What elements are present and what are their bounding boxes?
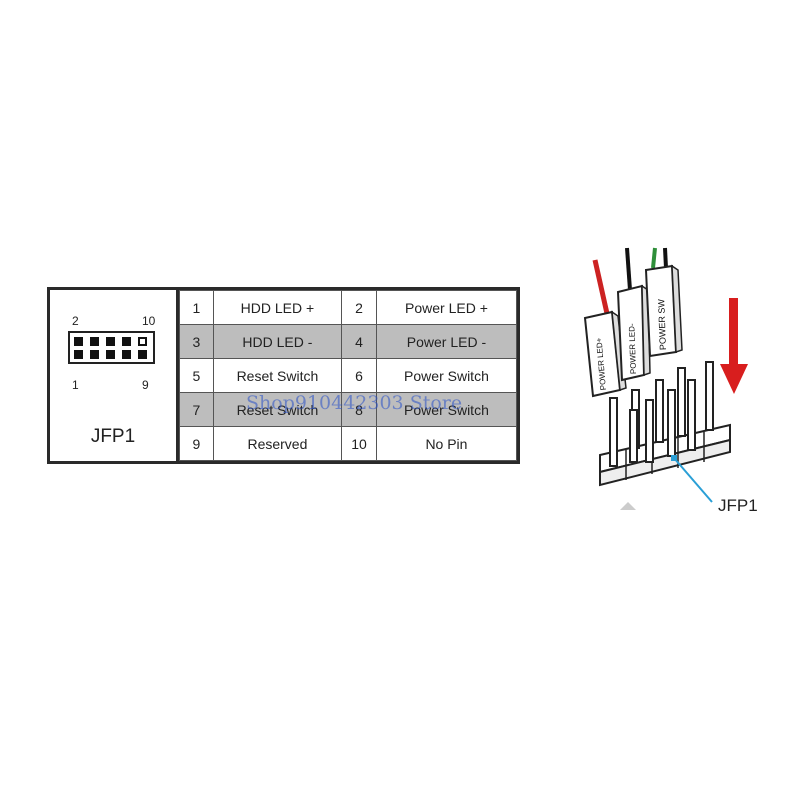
pin-10-empty [138, 337, 147, 346]
plug-power-sw: POWER SW [644, 264, 683, 358]
pin-function-cell: No Pin [375, 426, 518, 461]
pin-function-cell: Power LED - [375, 324, 518, 359]
pin-header-base [599, 423, 731, 487]
black-wire [625, 247, 632, 291]
pin-7 [122, 350, 131, 359]
pin-9 [138, 350, 147, 359]
pin-number-cell: 8 [341, 392, 377, 427]
pin-number-cell: 5 [179, 358, 214, 393]
jfp1-pointer-line [673, 457, 713, 503]
pin1-marker-icon [620, 502, 636, 510]
pin-label-bottom-right: 9 [142, 378, 149, 392]
pin-function-cell: HDD LED + [212, 290, 343, 325]
header-name-label: JFP1 [90, 426, 136, 447]
pin-function-cell: Power Switch [375, 392, 518, 427]
pin-function-cell: Power LED + [375, 290, 518, 325]
pin-function-cell: Reset Switch [212, 392, 343, 427]
pin-6 [106, 337, 115, 346]
plug-power-led-minus: POWER LED- [616, 284, 651, 382]
pin-label-top-right: 10 [142, 314, 156, 328]
pin-number-cell: 7 [179, 392, 214, 427]
table-row: 1 HDD LED + 2 Power LED + [179, 290, 518, 325]
pin-number-cell: 3 [179, 324, 214, 359]
pin-number-cell: 9 [179, 426, 214, 461]
table-row: 3 HDD LED - 4 Power LED - [179, 324, 518, 359]
red-wire [592, 259, 611, 319]
jfp1-pointer-dot [671, 455, 677, 461]
store-watermark: Shop910442303 Store [246, 392, 463, 414]
header-pinout-panel: 2 10 1 9 JFP1 [50, 290, 179, 461]
connector-jfp1-label: JFP1 [718, 496, 758, 515]
pin-2 [74, 337, 83, 346]
table-row: 9 Reserved 10 No Pin [179, 426, 518, 461]
pin-number-cell: 2 [341, 290, 377, 325]
pin-4 [90, 337, 99, 346]
header-pin-grid [68, 331, 155, 364]
pin-function-cell: Reset Switch [212, 358, 343, 393]
pin-function-cell: Reserved [212, 426, 343, 461]
table-row: 7 Reset Switch 8 Power Switch [179, 392, 518, 427]
black-wire-2 [663, 247, 668, 269]
pin-label-bottom-left: 1 [72, 378, 79, 392]
connector-illustration: POWER LED+ POWER LED- POWER SW [583, 247, 748, 510]
down-arrow-icon [720, 298, 748, 394]
pin-assignment-diagram: 2 10 1 9 JFP1 1 HDD LED + 2 Power LED + [47, 287, 520, 464]
pin-function-table: 1 HDD LED + 2 Power LED + 3 HDD LED - 4 … [179, 290, 518, 461]
plug-label-power-led-minus: POWER LED- [627, 323, 638, 374]
header-pins-front-row [609, 379, 696, 467]
pin-function-cell: Power Switch [375, 358, 518, 393]
pin-number-cell: 1 [179, 290, 214, 325]
pin-function-cell: HDD LED - [212, 324, 343, 359]
pin-3 [90, 350, 99, 359]
plug-label-power-sw: POWER SW [656, 298, 668, 350]
pin-5 [106, 350, 115, 359]
table-row: 5 Reset Switch 6 Power Switch [179, 358, 518, 393]
pin-number-cell: 6 [341, 358, 377, 393]
pin-number-cell: 10 [341, 426, 377, 461]
pin-1 [74, 350, 83, 359]
pin-number-cell: 4 [341, 324, 377, 359]
green-wire [651, 247, 657, 269]
pin-8 [122, 337, 131, 346]
pin-label-top-left: 2 [72, 314, 79, 328]
